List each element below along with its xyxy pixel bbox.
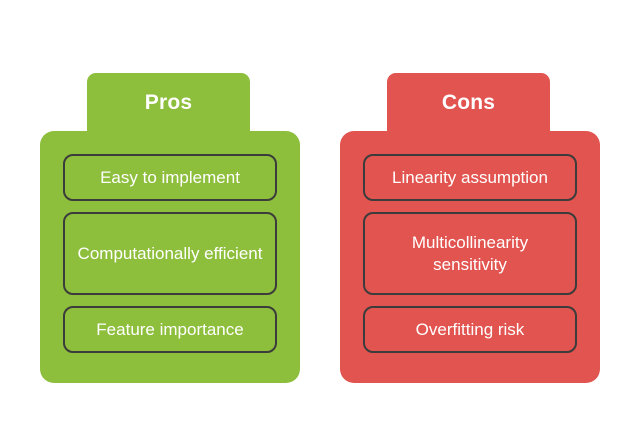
cons-item-2-label: Multicollinearity sensitivity <box>411 233 529 274</box>
pros-column: Pros Easy to implement Computationally e… <box>40 73 300 383</box>
cons-item-3: Overfitting risk <box>363 306 577 353</box>
pros-item-2: Computationally efficient <box>63 212 277 295</box>
pros-item-1-label: Easy to implement <box>100 167 240 187</box>
pros-panel: Easy to implement Computationally effici… <box>40 131 300 383</box>
pros-header-tab: Pros <box>87 73 250 132</box>
pros-item-1: Easy to implement <box>63 154 277 201</box>
pros-item-3-label: Feature importance <box>96 319 244 339</box>
pros-item-3: Feature importance <box>63 306 277 353</box>
cons-header-label: Cons <box>441 91 496 114</box>
cons-item-2: Multicollinearity sensitivity <box>363 212 577 295</box>
pros-header-label: Pros <box>144 91 193 114</box>
cons-header-tab: Cons <box>387 73 550 132</box>
pros-item-2-label: Computationally efficient <box>77 243 263 263</box>
cons-panel: Linearity assumption Multicollinearity s… <box>340 131 600 383</box>
cons-column: Cons Linearity assumption Multicollinear… <box>340 73 600 383</box>
cons-item-3-label: Overfitting risk <box>415 319 525 339</box>
cons-item-1-label: Linearity assumption <box>392 167 548 187</box>
cons-item-1: Linearity assumption <box>363 154 577 201</box>
